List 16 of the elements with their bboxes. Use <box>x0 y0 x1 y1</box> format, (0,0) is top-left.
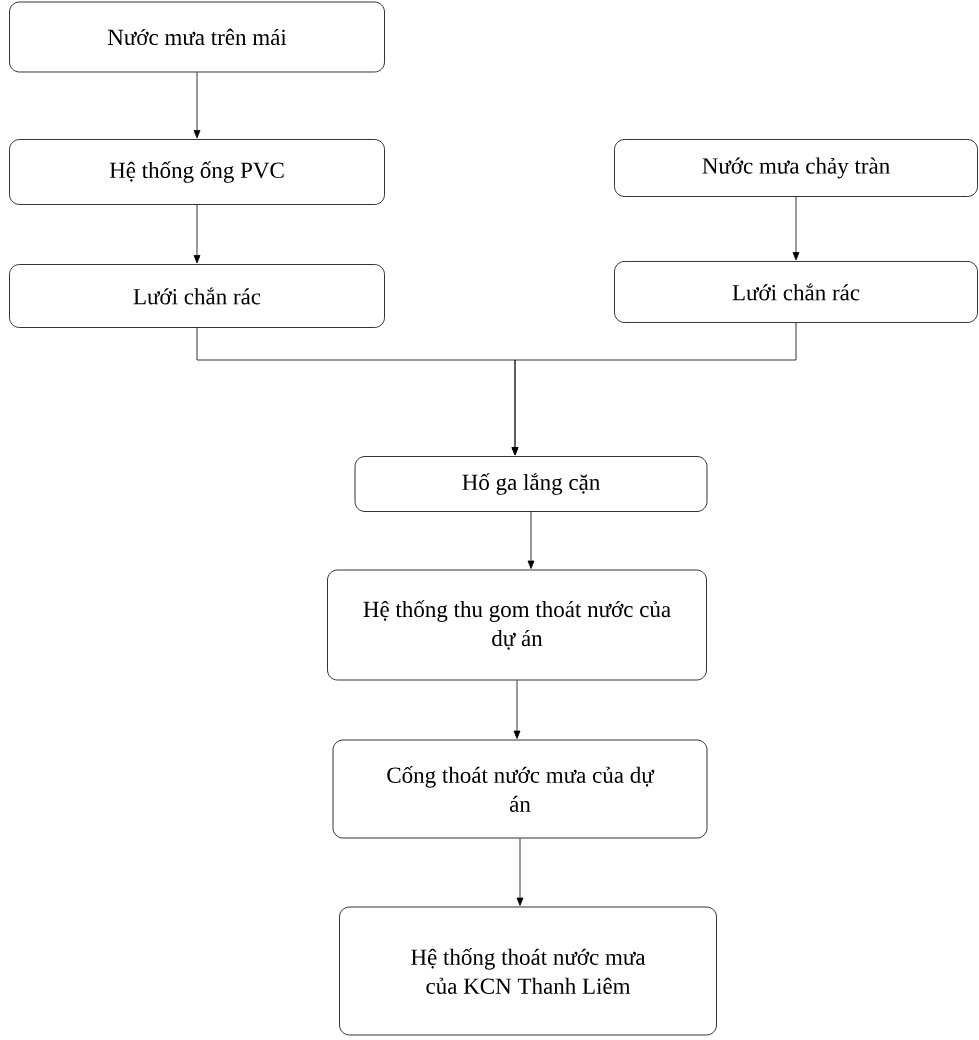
process-box: Hệ thống thu gom thoát nước của dự án <box>327 569 707 681</box>
arrow <box>516 838 524 906</box>
process-box: Nước mưa trên mái <box>9 1 385 73</box>
process-box: Hệ thống thoát nước mưa của KCN Thanh Liêm <box>339 906 717 1036</box>
process-box: Lưới chắn rác <box>9 264 385 328</box>
process-box: Nước mưa chảy tràn <box>614 139 978 197</box>
process-box: Hố ga lắng cặn <box>354 456 708 512</box>
arrow <box>792 196 800 261</box>
arrow <box>513 680 521 739</box>
arrow <box>193 204 201 264</box>
arrow <box>511 322 797 456</box>
arrow <box>527 511 535 569</box>
process-box: Lưới chắn rác <box>614 261 978 323</box>
process-box: Cống thoát nước mưa của dự án <box>332 739 708 839</box>
process-box: Hệ thống ống PVC <box>9 139 385 205</box>
arrow <box>193 72 201 139</box>
